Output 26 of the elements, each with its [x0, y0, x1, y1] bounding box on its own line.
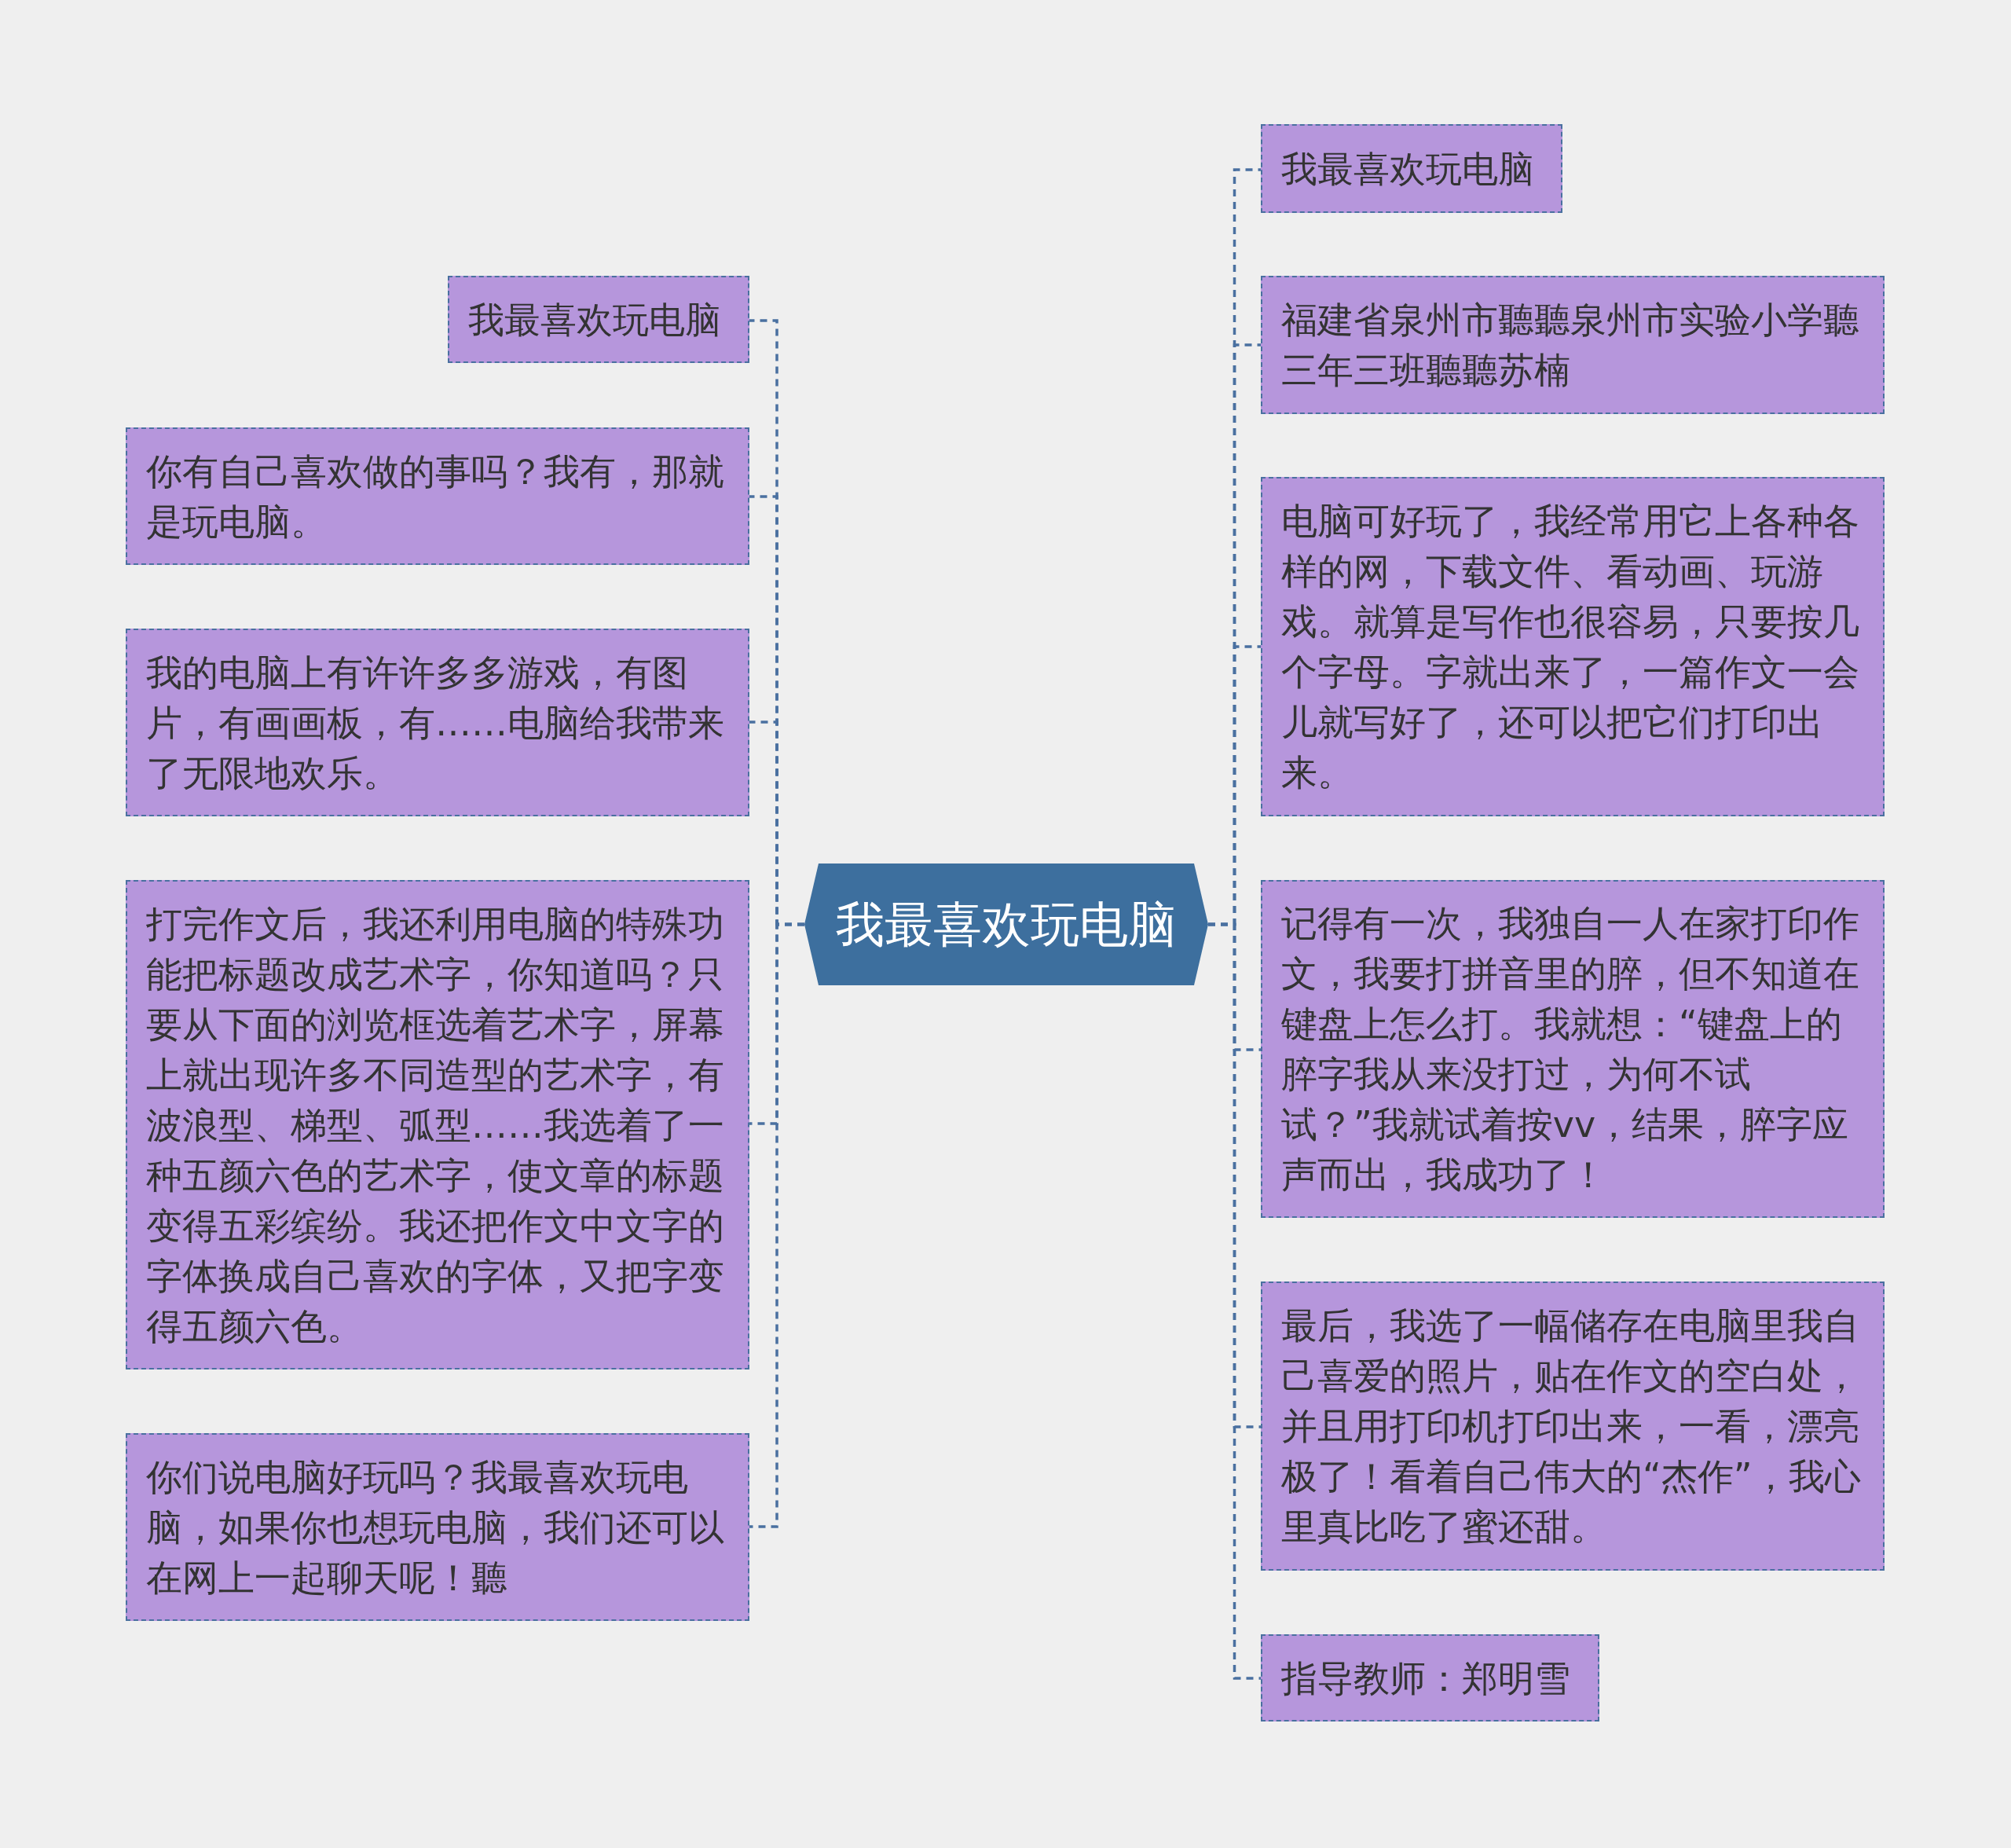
connector-line	[1208, 922, 1261, 1680]
central-topic-hexagon	[804, 864, 1208, 985]
topic-box	[448, 276, 749, 363]
topic-box	[126, 1433, 749, 1621]
topic-text: 打完作文后，我还利用电脑的特殊功能把标题改成艺术字，你知道吗？只要从下面的浏览框选着艺术字，屏幕上就出现许多不同造型的艺术字，有波浪型、梯型、弧型……我选着了一种五颜六色的艺术字，使文章的标题变得五彩缤纷。我还把作文中文字的字体换成自己喜欢的字体，又把字变得五颜六色。	[146, 901, 725, 1349]
topic-box	[126, 629, 749, 816]
topic-text: 我最喜欢玩电脑	[468, 297, 722, 343]
topic-text: 最后，我选了一幅储存在电脑里我自己喜爱的照片，贴在作文的空白处，并且用打印机打印出来，一看，漂亮极了！看着自己伟大的“杰作”，我心里真比吃了蜜还甜。	[1281, 1304, 1862, 1549]
topic-text: 我的电脑上有许许多多游戏，有图片，有画画板，有……电脑给我带来了无限地欢乐。	[146, 650, 725, 796]
topic-box	[126, 427, 749, 565]
topic-box	[1261, 276, 1885, 414]
topic-text: 指导教师：郑明雪	[1281, 1656, 1571, 1701]
topic-text: 你有自己喜欢做的事吗？我有，那就是玩电脑。	[146, 449, 725, 544]
topic-text: 福建省泉州市聽聽泉州市实验小学聽三年三班聽聽苏楠	[1281, 298, 1860, 393]
connector-line	[749, 922, 804, 1528]
topic-box	[1261, 124, 1562, 213]
topic-text: 记得有一次，我独自一人在家打印作文，我要打拼音里的脺，但不知道在键盘上怎么打。我就想：“键盘上的脺字我从来没打过，为何不试试？”我就试着按vv，结果，脺字应声而出，我成功了！	[1281, 901, 1860, 1197]
topic-text: 你们说电脑好玩吗？我最喜欢玩电脑，如果你也想玩电脑，我们还可以在网上一起聊天呢！聽	[146, 1454, 725, 1600]
topic-text: 我最喜欢玩电脑	[835, 896, 1178, 952]
topic-text: 电脑可好玩了，我经常用它上各种各样的网，下载文件、看动画、玩游戏。就算是写作也很容易，只要按几个字母。字就出来了，一篇作文一会儿就写好了，还可以把它们打印出来。	[1281, 499, 1860, 795]
topic-box	[1261, 1282, 1885, 1571]
topic-box	[1261, 880, 1885, 1218]
topic-box	[1261, 1634, 1599, 1722]
topic-box	[1261, 477, 1885, 816]
topic-text: 我最喜欢玩电脑	[1281, 146, 1535, 192]
topic-box	[126, 880, 749, 1370]
